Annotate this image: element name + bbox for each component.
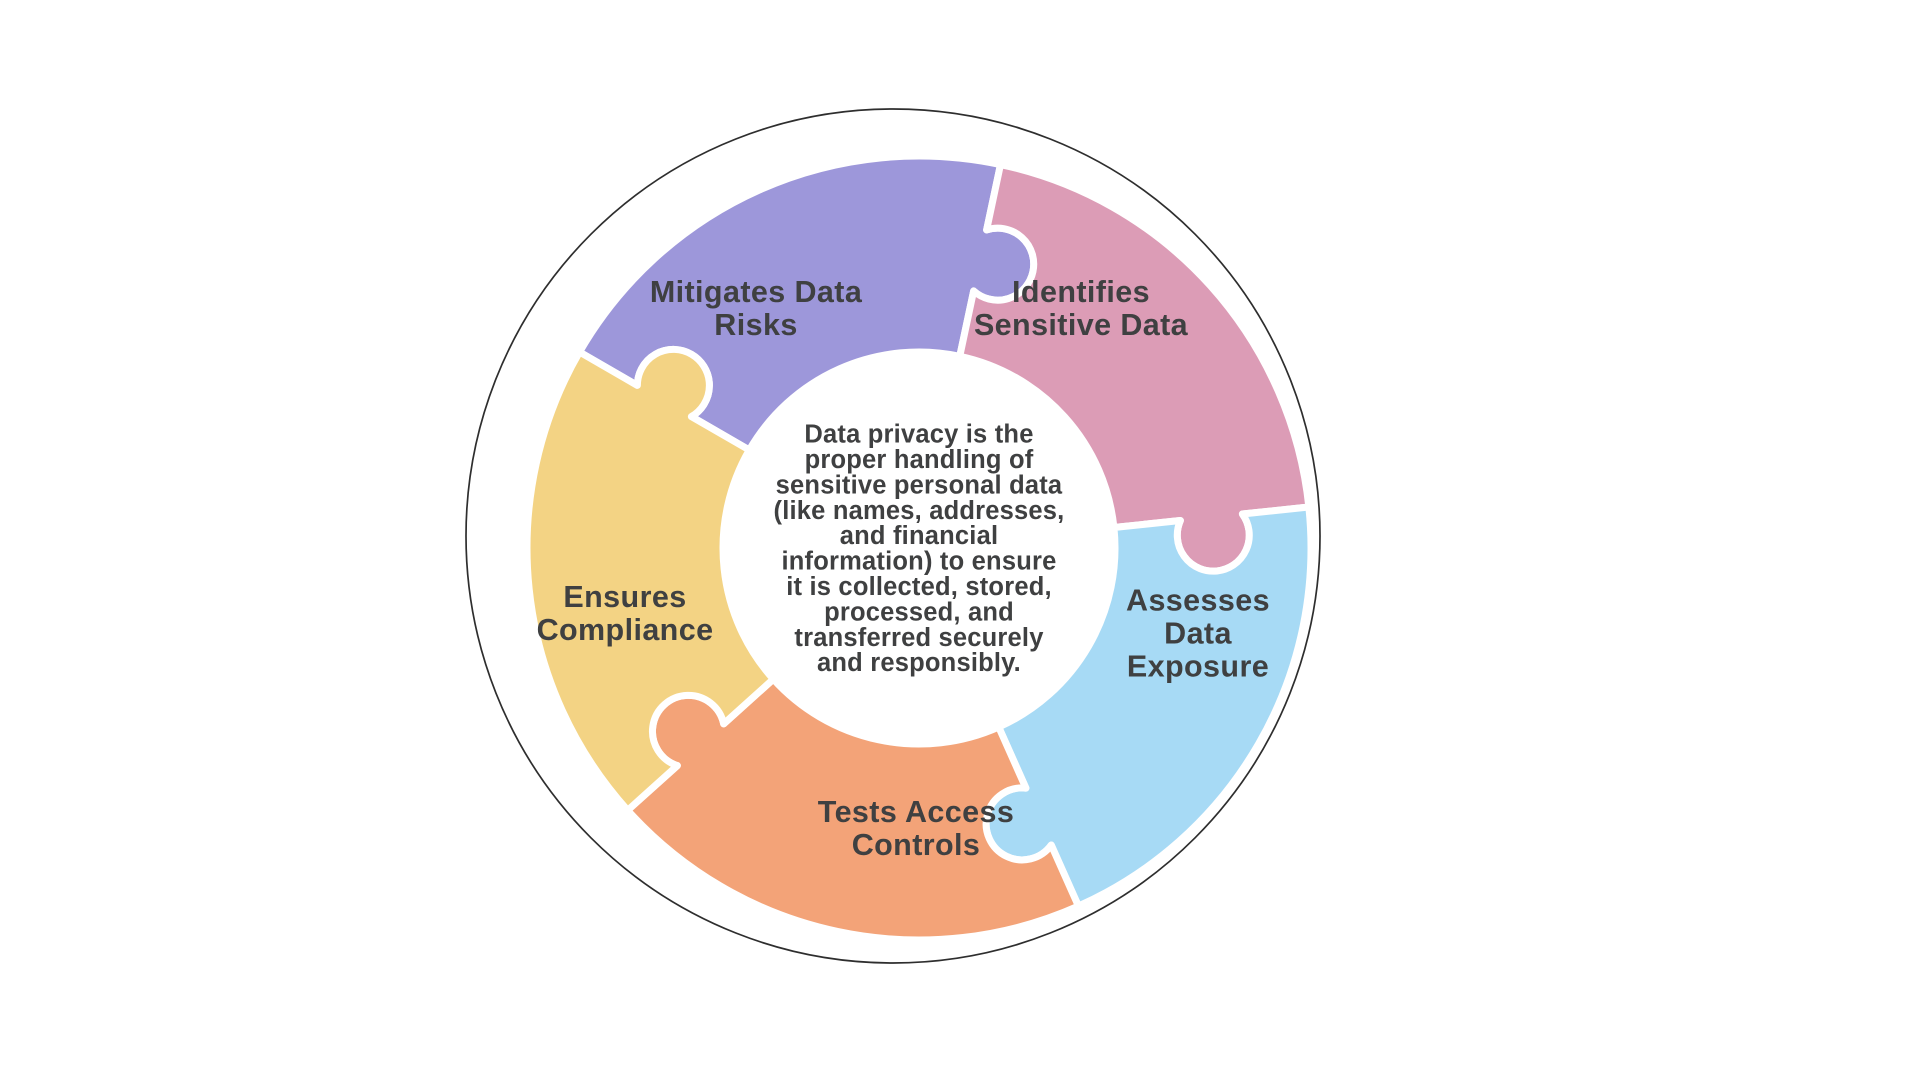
puzzle-pieces-group <box>523 152 1315 944</box>
center-circle <box>723 352 1115 744</box>
puzzle-piece-ensures-compliance <box>523 345 777 814</box>
